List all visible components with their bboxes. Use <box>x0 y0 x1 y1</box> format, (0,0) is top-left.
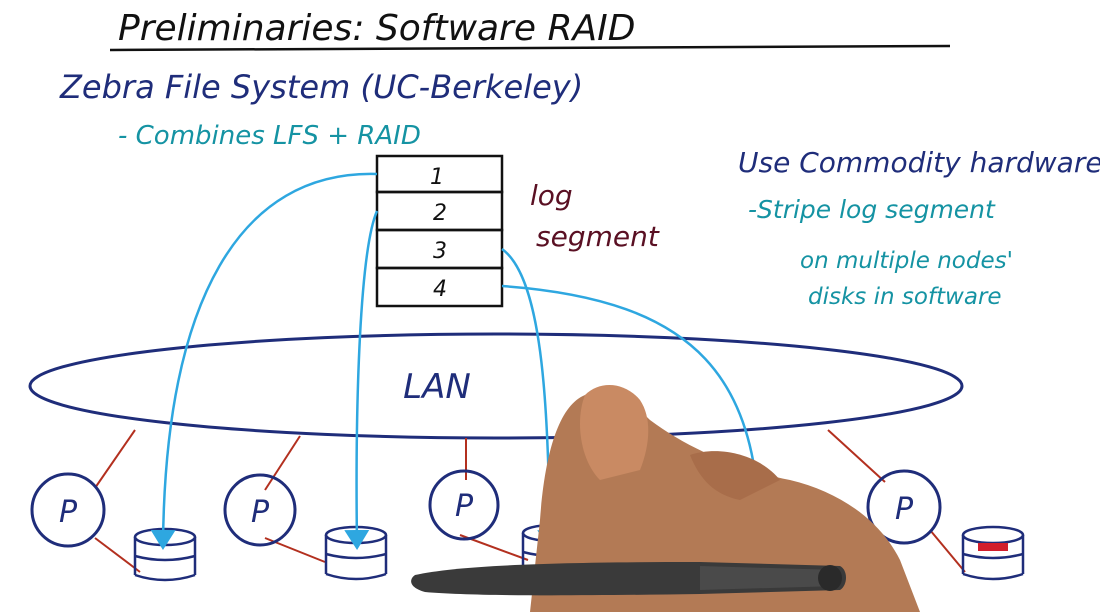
log-label: log <box>530 179 573 212</box>
arrow-segment-2 <box>344 210 379 550</box>
processor-node <box>866 469 942 545</box>
node-5: P <box>866 469 942 545</box>
segment-label: segment <box>536 220 660 253</box>
processor-node <box>223 473 297 547</box>
disk-1 <box>133 527 197 582</box>
note-multiple-nodes: on multiple nodes' <box>800 248 1013 274</box>
node-3: P <box>428 469 500 541</box>
title-underline <box>109 44 951 52</box>
segment-number-4: 4 <box>433 277 447 302</box>
node-1: P <box>30 472 106 548</box>
processor-node <box>428 469 500 541</box>
note-stripe: -Stripe log segment <box>748 195 996 224</box>
heading-zebra: Zebra File System (UC-Berkeley) <box>59 68 583 106</box>
segment-number-3: 3 <box>433 239 447 264</box>
processor-label: P <box>895 492 914 527</box>
lan-ellipse <box>28 332 964 440</box>
note-disks-software: disks in software <box>808 284 1002 310</box>
arrow-segment-1 <box>150 172 378 550</box>
processor-label: P <box>455 489 474 524</box>
processor-node <box>30 472 106 548</box>
lan-label: LAN <box>403 367 471 407</box>
parity-mark <box>978 543 1008 551</box>
note-commodity-hardware: Use Commodity hardware <box>738 146 1100 179</box>
log-segment-stack: 1 2 3 4 <box>375 154 504 308</box>
node-2: P <box>223 473 297 547</box>
segment-number-2: 2 <box>433 201 447 226</box>
disk-5-parity <box>961 525 1025 581</box>
processor-label: P <box>59 495 78 530</box>
processor-label: P <box>251 495 270 530</box>
slide-title: Preliminaries: Software RAID <box>118 8 635 49</box>
subheading-lfs-raid: - Combines LFS + RAID <box>118 121 421 151</box>
segment-number-1: 1 <box>430 165 444 190</box>
presenter-hand-image <box>411 384 920 612</box>
